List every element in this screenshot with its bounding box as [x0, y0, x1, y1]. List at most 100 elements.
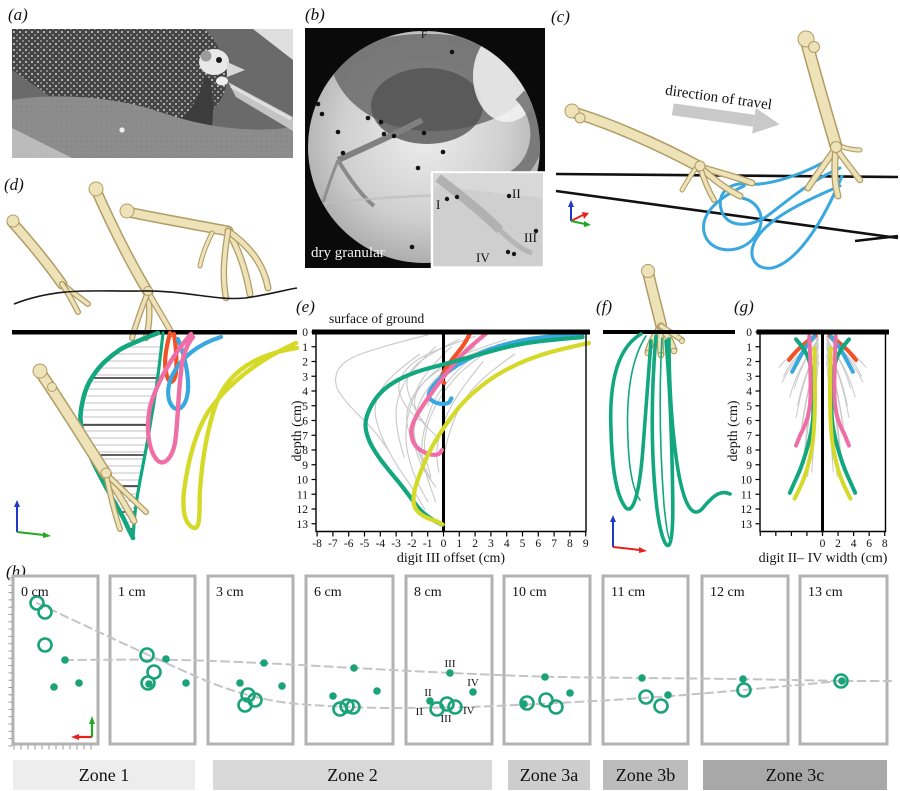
sand-surface-profile [13, 287, 298, 305]
x-tick-label: 0 [820, 538, 826, 550]
panel-e-chart: (e) surface of ground 012345678910111213… [290, 297, 591, 566]
width-yellow-right [827, 346, 853, 501]
zone-label: Zone 3c [766, 765, 824, 785]
loop-yellow [181, 340, 300, 531]
g-y-axis-title: depth (cm) [726, 400, 741, 461]
x-tick-label: 9 [583, 538, 589, 550]
y-tick-label: 9 [302, 460, 308, 472]
y-tick-label: 8 [302, 445, 308, 457]
head-patch [200, 50, 212, 62]
panel-b-xray: (b) F [305, 5, 545, 268]
data-point-open [519, 695, 535, 711]
panel-label-g: (g) [734, 297, 754, 316]
inset-digit-i: I [436, 197, 440, 212]
loop-echo [626, 335, 647, 501]
y-tick-label: 1 [746, 342, 752, 354]
depth-label: 10 cm [512, 585, 547, 600]
digit-label: III [441, 713, 452, 725]
y-tick-label: 7 [746, 430, 752, 442]
x-tick-label: 6 [866, 538, 872, 550]
data-point-open [638, 689, 654, 705]
data-point-open [538, 692, 554, 708]
y-tick-label: 11 [741, 489, 752, 501]
x-tick-label: -3 [391, 538, 401, 550]
x-tick-label: 2 [472, 538, 478, 550]
zone-label: Zone 1 [79, 765, 129, 785]
light-corner [253, 29, 293, 60]
leg-bone-silhouette [336, 117, 424, 163]
ground-line-f [603, 330, 735, 334]
y-tick-label: 5 [746, 401, 752, 413]
digit-label: IV [463, 705, 475, 717]
data-point-filled [446, 669, 454, 677]
panel-label-d: (d) [4, 175, 24, 194]
bird-wattle [216, 76, 228, 86]
surface-annotation: surface of ground [329, 311, 424, 326]
inset-digit-iii: III [524, 230, 537, 245]
data-point-filled [61, 656, 69, 664]
skeletal-feet-above-ground [6, 181, 268, 338]
data-point-open [140, 675, 156, 691]
x-tick-label: 4 [851, 538, 857, 550]
background-trial-curve [395, 346, 437, 458]
y-tick-label: 0 [302, 327, 308, 339]
digit-label: III [445, 658, 456, 670]
zone-bar [13, 760, 195, 790]
g-x-axis-title: digit II– IV width (cm) [759, 551, 888, 566]
y-tick-label: 10 [297, 475, 309, 487]
depth-label: 6 cm [314, 585, 342, 600]
depth-panel [798, 574, 889, 746]
depth-label: 1 cm [118, 585, 146, 600]
depth-label: 12 cm [710, 585, 745, 600]
depth-label: 8 cm [414, 585, 442, 600]
data-point-filled [739, 675, 747, 683]
data-point-open [37, 637, 53, 653]
axis-triad-c [568, 200, 591, 227]
surface-marker [119, 127, 125, 133]
ground-surface-line [756, 329, 889, 335]
data-point-filled [838, 677, 846, 685]
y-tick-label: 13 [741, 519, 753, 531]
bird-eye [216, 57, 222, 63]
zone-label: Zone 2 [327, 765, 377, 785]
x-tick-label: 6 [535, 538, 541, 550]
x-tick-label: 4 [504, 538, 510, 550]
data-point-filled [260, 659, 268, 667]
depth-label: 13 cm [808, 585, 843, 600]
data-point-filled [638, 674, 646, 682]
data-point-filled [329, 692, 337, 700]
data-point-filled [278, 682, 286, 690]
y-tick-label: 4 [746, 386, 752, 398]
highlight-trial-yellow [411, 340, 591, 527]
y-tick-label: 3 [302, 371, 308, 383]
y-tick-label: 9 [746, 460, 752, 472]
axis-arrows-h [71, 716, 95, 740]
y-tick-label: 11 [297, 489, 308, 501]
panel-f-frontal: (f) [596, 264, 735, 553]
background-trial-curve [405, 346, 452, 503]
panel-label-c: (c) [551, 7, 570, 26]
y-tick-label: 8 [746, 445, 752, 457]
panel-label-e: (e) [296, 297, 315, 316]
x-tick-label: -4 [376, 538, 386, 550]
data-point-filled [350, 664, 358, 672]
data-point-open [339, 698, 355, 714]
depth-panel [601, 574, 690, 746]
x-tick-label: -6 [344, 538, 354, 550]
buried-foot-bone [32, 363, 146, 529]
data-point-filled [566, 689, 574, 697]
data-point-open [345, 699, 361, 715]
zone-label: Zone 3a [520, 765, 578, 785]
digit-label: II [424, 687, 432, 699]
axis-triad-f [610, 515, 647, 553]
zone-bar [703, 760, 887, 790]
depth-label: 3 cm [216, 585, 244, 600]
background-trial-curve [413, 338, 524, 488]
data-point-filled [182, 679, 190, 687]
data-point-filled [236, 679, 244, 687]
zero-width-line [821, 332, 824, 532]
x-tick-label: 7 [551, 538, 557, 550]
